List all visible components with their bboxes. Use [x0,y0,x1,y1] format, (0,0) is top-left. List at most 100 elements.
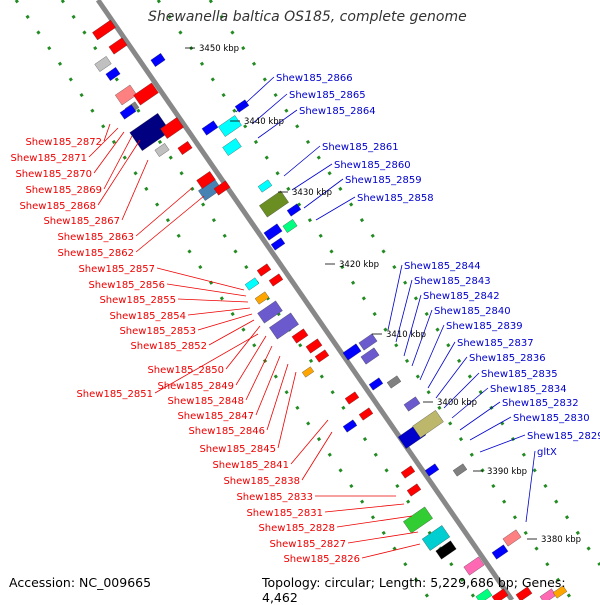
dotted-guide-line [14,0,432,600]
gene-feature [114,84,138,106]
reverse-gene-label[interactable]: Shew185_2870 [15,169,92,180]
forward-gene-label[interactable]: Shew185_2843 [414,276,491,287]
forward-gene-label[interactable]: Shew185_2834 [490,384,567,395]
forward-leader-line [443,372,480,409]
gene-feature [154,143,170,157]
label-leader-lines [88,76,536,559]
forward-gene-label[interactable]: Shew185_2866 [276,73,353,84]
reverse-leader-line [135,187,193,237]
reverse-leader-line [197,313,253,331]
gene-features [92,19,568,600]
forward-gene-label[interactable]: Shew185_2865 [289,90,366,101]
forward-gene-label[interactable]: Shew185_2837 [457,338,534,349]
forward-gene-label[interactable]: Shew185_2858 [357,193,434,204]
forward-leader-line [419,324,445,381]
reverse-gene-label[interactable]: Shew185_2849 [157,381,234,392]
reverse-gene-label[interactable]: Shew185_2831 [246,508,323,519]
forward-leader-line [403,294,422,357]
forward-gene-label[interactable]: Shew185_2830 [513,413,590,424]
gene-feature [213,180,231,196]
forward-leader-line [257,109,298,139]
reverse-leader-line [156,267,245,291]
forward-gene-label[interactable]: Shew185_2861 [322,142,399,153]
scale-tick-label: 3450 kbp [199,44,239,54]
forward-leader-line [435,356,468,399]
map-title: Shewanella baltica OS185, complete genom… [148,9,467,25]
reverse-leader-line [166,283,247,297]
gene-feature [129,113,171,151]
reverse-gene-label[interactable]: Shew185_2871 [10,153,87,164]
forward-leader-line [525,450,536,523]
reverse-gene-label[interactable]: Shew185_2868 [19,201,96,212]
reverse-leader-line [277,371,297,449]
gene-feature [358,333,378,351]
reverse-gene-label[interactable]: Shew185_2856 [88,280,165,291]
gene-feature [424,463,440,477]
reverse-leader-line [245,345,273,401]
gene-feature [400,465,416,479]
forward-gene-label[interactable]: Shew185_2864 [299,106,376,117]
reverse-gene-label[interactable]: Shew185_2850 [147,365,224,376]
reverse-gene-label[interactable]: Shew185_2852 [130,341,207,352]
forward-gene-label[interactable]: Shew185_2859 [345,175,422,186]
gene-feature [119,104,137,120]
reverse-gene-label[interactable]: Shew185_2828 [258,523,335,534]
gene-feature [403,506,433,534]
forward-leader-line [459,401,501,431]
scale-tick-label: 3380 kbp [541,535,581,545]
reverse-gene-label[interactable]: Shew185_2847 [177,411,254,422]
reverse-gene-label[interactable]: Shew185_2854 [109,311,186,322]
forward-leader-line [303,178,344,209]
forward-gene-label[interactable]: Shew185_2860 [334,160,411,171]
reverse-leader-line [135,195,205,253]
gene-feature [269,312,299,340]
reverse-gene-label[interactable]: Shew185_2841 [212,460,289,471]
forward-leader-line [283,145,321,177]
forward-leader-line [387,264,403,331]
forward-gene-label[interactable]: Shew185_2842 [423,291,500,302]
reverse-gene-label[interactable]: Shew185_2869 [25,185,102,196]
forward-gene-label[interactable]: Shew185_2829 [527,431,600,442]
reverse-gene-label[interactable]: Shew185_2845 [199,444,276,455]
forward-gene-label[interactable]: gltX [537,447,557,458]
reverse-gene-label[interactable]: Shew185_2826 [283,554,360,565]
forward-leader-line [469,416,512,441]
reverse-leader-line [93,131,125,174]
dotted-guide-lines [14,0,600,600]
gene-feature [218,115,242,137]
forward-gene-label[interactable]: Shew185_2839 [446,321,523,332]
reverse-leader-line [266,363,289,431]
reverse-leader-line [324,503,405,513]
reverse-gene-label[interactable]: Shew185_2848 [167,396,244,407]
reverse-gene-label[interactable]: Shew185_2872 [25,137,102,148]
forward-gene-label[interactable]: Shew185_2835 [481,369,558,380]
reverse-gene-label[interactable]: Shew185_2851 [76,389,153,400]
genome-backbone [95,0,515,600]
forward-leader-line [315,196,356,221]
gene-feature [344,391,360,405]
gene-feature [256,263,272,277]
gene-feature [435,540,457,560]
reverse-gene-label[interactable]: Shew185_2853 [119,326,196,337]
forward-gene-label[interactable]: Shew185_2832 [502,398,579,409]
forward-leader-line [411,309,433,367]
forward-leader-line [251,93,288,125]
reverse-gene-label[interactable]: Shew185_2867 [43,216,120,227]
forward-gene-label[interactable]: Shew185_2836 [469,353,546,364]
reverse-gene-label[interactable]: Shew185_2862 [57,248,134,259]
gene-feature [254,291,270,305]
forward-gene-label[interactable]: Shew185_2844 [404,261,481,272]
reverse-gene-label[interactable]: Shew185_2827 [269,539,346,550]
reverse-leader-line [88,127,119,158]
forward-gene-label[interactable]: Shew185_2840 [434,306,511,317]
reverse-gene-label[interactable]: Shew185_2838 [223,476,300,487]
gene-feature [270,237,286,251]
reverse-gene-label[interactable]: Shew185_2855 [99,295,176,306]
reverse-gene-label[interactable]: Shew185_2857 [78,264,155,275]
reverse-gene-label[interactable]: Shew185_2846 [188,426,265,437]
reverse-gene-label[interactable]: Shew185_2833 [236,492,313,503]
gene-feature [150,53,166,67]
gene-feature [421,525,451,551]
reverse-gene-label[interactable]: Shew185_2863 [57,232,134,243]
